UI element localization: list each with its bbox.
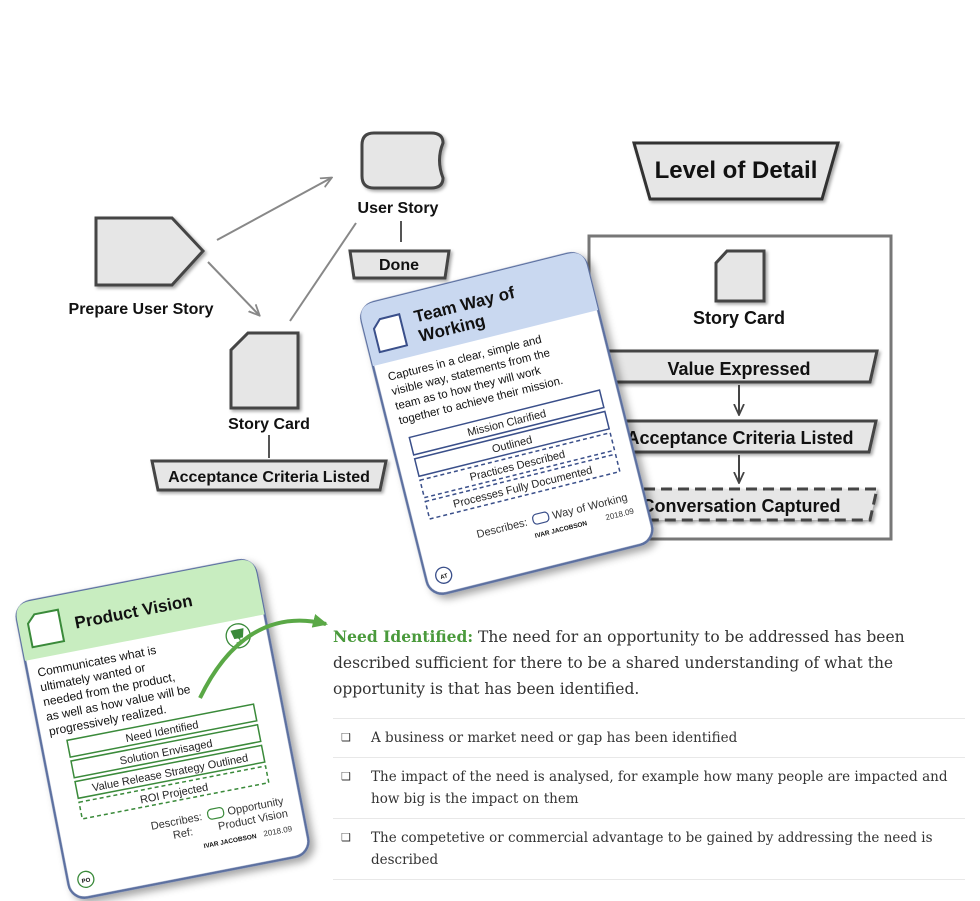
checkbox-icon: ❑	[341, 831, 351, 844]
prepare-user-story-shape	[94, 216, 206, 287]
wow-state-3	[419, 431, 616, 499]
lod-story-card-label: Story Card	[693, 308, 785, 328]
way-of-working-card: Team Way of Working Captures in a clear,…	[360, 252, 654, 595]
pv-card-header	[16, 560, 265, 661]
checklist: ❑ A business or market need or gap has b…	[333, 718, 965, 880]
prepare-user-story-label: Prepare User Story	[69, 301, 214, 318]
need-identified-arrow	[198, 614, 328, 699]
acceptance-criteria-tag	[150, 459, 388, 492]
wow-card-header	[361, 253, 599, 367]
pv-state-3	[74, 744, 266, 800]
pv-alpha-icon	[206, 807, 225, 820]
need-identified-title: Need Identified:	[333, 627, 474, 646]
acceptance-criteria-label: Acceptance Criteria Listed	[168, 469, 370, 486]
wow-card-icon	[372, 313, 409, 354]
product-vision-card: Product Vision Communicates what is ulti…	[15, 558, 310, 899]
wow-alpha-icon	[532, 511, 550, 525]
wow-badge-label: AT	[440, 573, 449, 581]
wow-state-1	[408, 389, 605, 456]
need-identified-description: Need Identified: The need for an opportu…	[333, 624, 965, 702]
wow-state-2	[413, 410, 611, 478]
done-label: Done	[379, 257, 419, 274]
user-story-label: User Story	[358, 200, 439, 217]
pv-badge-label: PO	[81, 877, 91, 885]
pv-state-2	[70, 723, 262, 779]
pv-state-1	[66, 703, 258, 758]
lod-state-conversation-captured-label: Conversation Captured	[641, 496, 840, 516]
pv-state-4	[78, 765, 270, 820]
checkbox-icon: ❑	[341, 731, 351, 744]
lod-state-value-expressed-label: Value Expressed	[667, 359, 810, 379]
wow-state-4	[424, 453, 621, 520]
need-identified-panel: Need Identified: The need for an opportu…	[333, 624, 965, 880]
checklist-item: ❑ The competetive or commercial advantag…	[333, 818, 965, 880]
story-card-shape	[229, 331, 300, 410]
wow-badge	[435, 566, 453, 584]
lod-story-card-shape	[714, 249, 766, 303]
level-of-detail-title: Level of Detail	[655, 157, 818, 184]
arrow-prepare-to-story-card	[207, 261, 259, 315]
user-story-shape	[360, 131, 445, 190]
pv-card-icon	[26, 608, 66, 649]
checklist-item: ❑ A business or market need or gap has b…	[333, 718, 965, 757]
pv-badge	[77, 870, 95, 888]
pv-ref-label: Ref:	[172, 826, 194, 842]
checklist-item-text: A business or market need or gap has bee…	[371, 730, 738, 746]
checkbox-icon: ❑	[341, 770, 351, 783]
link-story-card-to-user-story	[289, 222, 357, 322]
checklist-item-text: The impact of the need is analysed, for …	[371, 769, 948, 807]
arrow-prepare-to-user-story	[216, 178, 331, 241]
done-tag	[348, 249, 451, 280]
lod-state-acceptance-criteria-label: Acceptance Criteria Listed	[626, 428, 853, 448]
story-card-label: Story Card	[228, 416, 310, 433]
need-identified-text: The need for an opportunity to be addres…	[333, 628, 905, 698]
checklist-item: ❑ The impact of the need is analysed, fo…	[333, 757, 965, 818]
checklist-item-text: The competetive or commercial advantage …	[371, 830, 933, 868]
level-of-detail-banner	[632, 141, 840, 201]
